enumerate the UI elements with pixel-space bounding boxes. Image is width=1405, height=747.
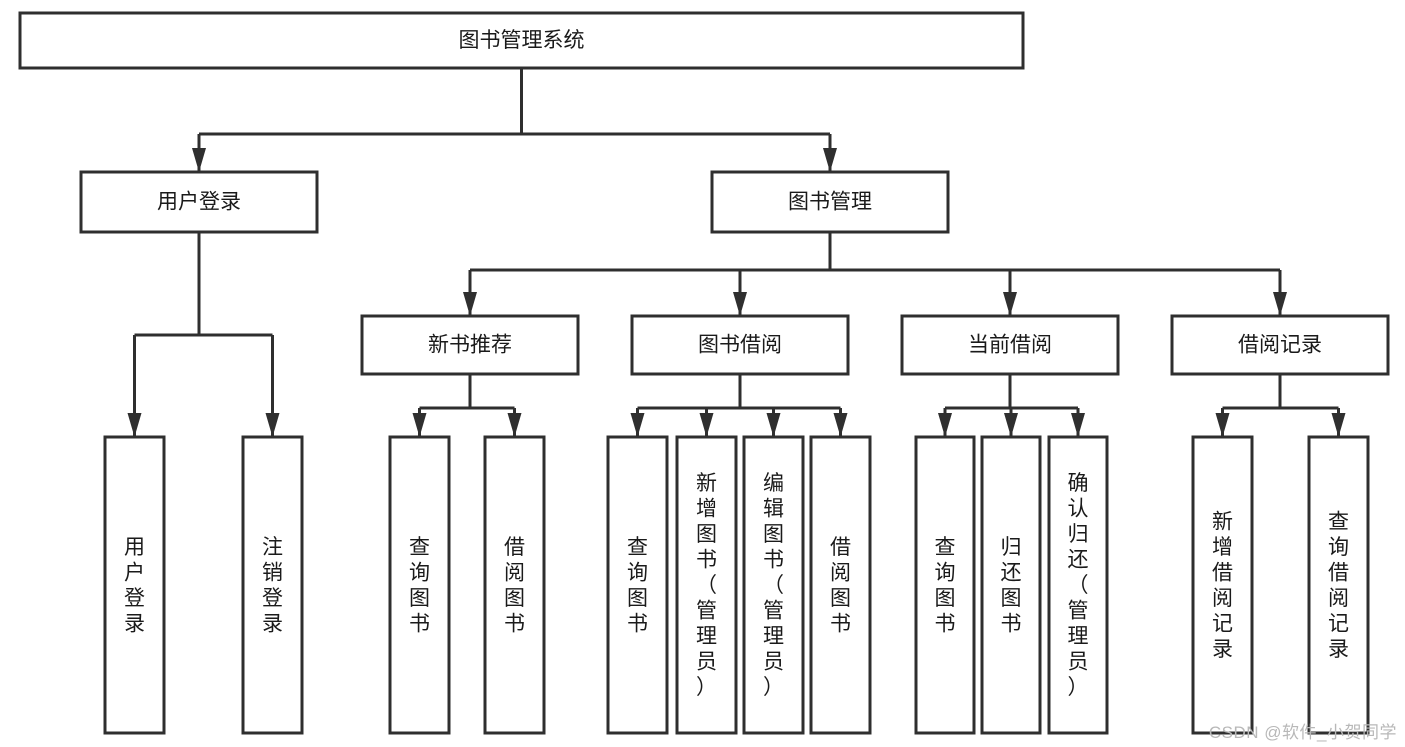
arrow-head-icon [507, 413, 522, 437]
node-book-management[interactable]: 图书管理 [710, 170, 950, 234]
node-box [1170, 314, 1390, 376]
arrow-head-icon [823, 148, 837, 172]
arrow-head-icon [127, 413, 142, 437]
node-label: 确认归还（管理员） [1068, 472, 1089, 699]
node-label: 借阅图书 [504, 536, 525, 636]
node-box [18, 11, 1025, 70]
node-box [1307, 435, 1370, 735]
node-box [900, 314, 1120, 376]
node-label: 借阅记录 [1238, 334, 1322, 357]
node-box [1047, 435, 1109, 735]
arrow-head-icon [630, 413, 645, 437]
arrow-head-icon [699, 413, 714, 437]
node-box [742, 435, 805, 735]
node-current-borrow[interactable]: 当前借阅 [900, 314, 1120, 376]
node-leaf-return-book[interactable]: 归还图书 [980, 435, 1042, 735]
node-label: 图书借阅 [698, 334, 782, 357]
node-leaf-user-login[interactable]: 用户登录 [103, 435, 166, 735]
node-leaf-confirm-return-admin[interactable]: 确认归还（管理员） [1047, 435, 1109, 735]
node-box [606, 435, 669, 735]
node-box [1191, 435, 1254, 735]
arrow-head-icon [412, 413, 427, 437]
node-box [914, 435, 976, 735]
node-leaf-query-book-borrow[interactable]: 查询图书 [606, 435, 669, 735]
node-label: 图书管理 [788, 191, 872, 214]
node-label: 归还图书 [1001, 536, 1022, 636]
node-label: 查询借阅记录 [1328, 510, 1349, 661]
node-leaf-add-borrow-record[interactable]: 新增借阅记录 [1191, 435, 1254, 735]
node-box [980, 435, 1042, 735]
node-label: 当前借阅 [968, 334, 1052, 357]
node-leaf-edit-book-admin[interactable]: 编辑图书（管理员） [742, 435, 805, 735]
node-box [483, 435, 546, 735]
node-label: 借阅图书 [830, 536, 851, 636]
node-label: 用户登录 [157, 191, 241, 214]
arrow-head-icon [1215, 413, 1230, 437]
node-label: 用户登录 [124, 536, 145, 636]
node-leaf-logout-login[interactable]: 注销登录 [241, 435, 304, 735]
node-label: 新增借阅记录 [1212, 510, 1233, 661]
node-label: 注销登录 [262, 536, 283, 636]
node-root[interactable]: 图书管理系统 [18, 11, 1025, 70]
node-label: 新书推荐 [428, 334, 512, 357]
arrow-head-icon [1273, 292, 1287, 316]
node-box [710, 170, 950, 234]
node-book-borrow[interactable]: 图书借阅 [630, 314, 850, 376]
arrow-head-icon [766, 413, 781, 437]
arrow-head-icon [265, 413, 280, 437]
arrow-head-icon [1003, 292, 1017, 316]
node-leaf-query-book-recommend[interactable]: 查询图书 [388, 435, 451, 735]
node-leaf-query-borrow-record[interactable]: 查询借阅记录 [1307, 435, 1370, 735]
node-new-book-recommend[interactable]: 新书推荐 [360, 314, 580, 376]
connectors-layer [127, 68, 1346, 437]
node-label: 查询图书 [627, 536, 648, 636]
node-label: 编辑图书（管理员） [763, 472, 784, 699]
node-box [388, 435, 451, 735]
node-box [630, 314, 850, 376]
watermark-credit: CSDN @软件_小贺同学 [1208, 723, 1397, 742]
node-leaf-borrow-book[interactable]: 借阅图书 [809, 435, 872, 735]
arrow-head-icon [938, 413, 952, 437]
node-box [79, 170, 319, 234]
node-user-login[interactable]: 用户登录 [79, 170, 319, 234]
arrow-head-icon [463, 292, 477, 316]
node-leaf-borrow-book-recommend[interactable]: 借阅图书 [483, 435, 546, 735]
node-borrow-record[interactable]: 借阅记录 [1170, 314, 1390, 376]
arrow-head-icon [192, 148, 206, 172]
node-leaf-query-book-current[interactable]: 查询图书 [914, 435, 976, 735]
node-box [103, 435, 166, 735]
arrow-head-icon [1004, 413, 1018, 437]
node-box [241, 435, 304, 735]
arrow-head-icon [833, 413, 848, 437]
arrow-head-icon [733, 292, 747, 316]
nodes-layer: 图书管理系统用户登录图书管理新书推荐图书借阅当前借阅借阅记录用户登录注销登录查询… [18, 11, 1390, 735]
node-box [360, 314, 580, 376]
node-label: 查询图书 [935, 536, 956, 636]
node-label: 新增图书（管理员） [696, 472, 717, 699]
node-box [675, 435, 738, 735]
node-label: 查询图书 [409, 536, 430, 636]
arrow-head-icon [1331, 413, 1346, 437]
node-leaf-add-book-admin[interactable]: 新增图书（管理员） [675, 435, 738, 735]
node-box [809, 435, 872, 735]
arrow-head-icon [1071, 413, 1085, 437]
node-label: 图书管理系统 [459, 29, 585, 52]
